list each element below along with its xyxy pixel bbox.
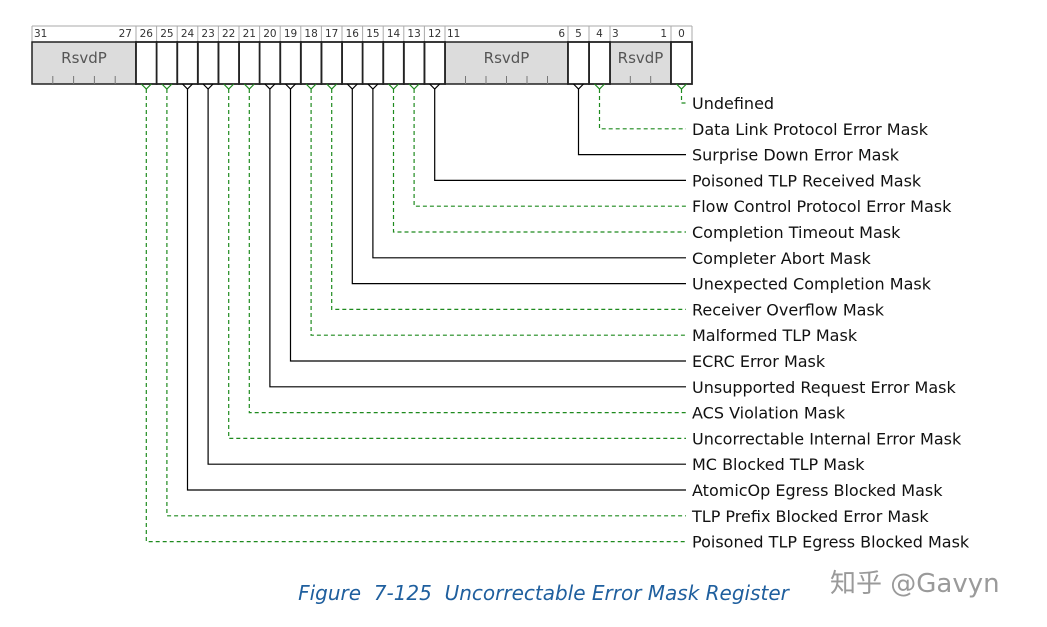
bit-field-bit-22 bbox=[217, 41, 240, 85]
field-leader-line bbox=[598, 89, 686, 130]
reserved-field-label: RsvdP bbox=[61, 49, 107, 67]
field-leader-line bbox=[269, 89, 686, 388]
bit-field-bit-0 bbox=[670, 41, 693, 85]
field-label: Unsupported Request Error Mask bbox=[692, 378, 956, 397]
field-label: Flow Control Protocol Error Mask bbox=[692, 197, 952, 216]
bit-number-label: 6 bbox=[558, 28, 565, 40]
bit-field-bit-19 bbox=[279, 41, 302, 85]
bit-number-label: 11 bbox=[447, 28, 460, 40]
bit-field-bit-20 bbox=[258, 41, 282, 85]
field-leader-line bbox=[310, 89, 686, 336]
bit-field-bit-25 bbox=[155, 41, 179, 85]
field-label: Data Link Protocol Error Mask bbox=[692, 120, 929, 139]
bit-number-label: 16 bbox=[346, 28, 360, 40]
field-leader-line bbox=[248, 89, 686, 414]
field-label: ECRC Error Mask bbox=[692, 352, 826, 371]
bit-field-bit-13 bbox=[402, 41, 426, 85]
field-label: Undefined bbox=[692, 94, 774, 113]
reserved-field-label: RsvdP bbox=[618, 49, 664, 67]
bit-number-label: 31 bbox=[34, 28, 47, 40]
bit-number-label: 18 bbox=[304, 28, 317, 40]
bit-field-bit-23 bbox=[196, 41, 220, 85]
bit-number-label: 24 bbox=[181, 28, 195, 40]
figure-caption: Figure 7-125 Uncorrectable Error Mask Re… bbox=[298, 581, 789, 605]
bit-number-label: 17 bbox=[325, 28, 338, 40]
field-label: Unexpected Completion Mask bbox=[692, 275, 932, 294]
bit-number-label: 5 bbox=[575, 28, 582, 40]
field-label: Completer Abort Mask bbox=[692, 249, 872, 268]
bit-field-bit-17 bbox=[320, 41, 343, 85]
field-label: Poisoned TLP Received Mask bbox=[692, 171, 922, 190]
field-leader-line bbox=[186, 89, 686, 491]
bit-number-label: 22 bbox=[222, 28, 235, 40]
field-label: Surprise Down Error Mask bbox=[692, 146, 900, 165]
field-leader-line bbox=[207, 89, 686, 465]
bit-field-bit-12 bbox=[423, 41, 446, 85]
bit-number-label: 19 bbox=[284, 28, 297, 40]
bit-number-label: 25 bbox=[160, 28, 173, 40]
bit-field-bit-26 bbox=[135, 41, 158, 85]
bit-number-label: 20 bbox=[263, 28, 276, 40]
reserved-field-label: RsvdP bbox=[484, 49, 530, 67]
field-leader-line bbox=[331, 89, 686, 310]
field-leader-line bbox=[680, 89, 686, 104]
bit-field-bit-15 bbox=[361, 41, 385, 85]
field-label: Receiver Overflow Mask bbox=[692, 300, 885, 319]
field-label: TLP Prefix Blocked Error Mask bbox=[691, 507, 929, 526]
field-label: Malformed TLP Mask bbox=[692, 326, 858, 345]
field-leader-line bbox=[289, 89, 686, 362]
field-leader-line bbox=[392, 89, 686, 233]
bit-number-label: 23 bbox=[201, 28, 214, 40]
bit-number-label: 14 bbox=[387, 28, 401, 40]
field-label: ACS Violation Mask bbox=[692, 404, 846, 423]
field-leader-line bbox=[413, 89, 686, 207]
bit-field-bit-21 bbox=[238, 41, 261, 85]
bit-number-label: 21 bbox=[243, 28, 256, 40]
field-leader-line bbox=[145, 89, 686, 543]
bit-number-label: 1 bbox=[660, 28, 667, 40]
field-label: AtomicOp Egress Blocked Mask bbox=[692, 481, 943, 500]
field-label: Completion Timeout Mask bbox=[692, 223, 901, 242]
bit-number-label: 0 bbox=[678, 28, 685, 40]
watermark: 知乎 @Gavyn bbox=[830, 569, 1000, 599]
bit-field-bit-16 bbox=[341, 41, 364, 85]
bit-field-bit-14 bbox=[382, 41, 405, 85]
field-leader-line bbox=[372, 89, 686, 259]
bit-number-label: 4 bbox=[596, 28, 603, 40]
field-label: Poisoned TLP Egress Blocked Mask bbox=[692, 533, 970, 552]
field-label: Uncorrectable Internal Error Mask bbox=[692, 429, 962, 448]
field-leader-line bbox=[351, 89, 686, 285]
bit-number-label: 13 bbox=[407, 28, 420, 40]
field-leader-line bbox=[577, 89, 686, 156]
reserved-field bbox=[31, 41, 137, 85]
bit-number-label: 15 bbox=[366, 28, 379, 40]
bit-field-bit-18 bbox=[299, 41, 323, 85]
bit-number-label: 12 bbox=[428, 28, 441, 40]
bit-field-bit-24 bbox=[176, 41, 199, 85]
field-label: MC Blocked TLP Mask bbox=[692, 455, 865, 474]
bit-number-label: 3 bbox=[612, 28, 619, 40]
bit-field-bit-5 bbox=[567, 41, 590, 85]
bit-number-label: 27 bbox=[119, 28, 132, 40]
field-leader-line bbox=[434, 89, 686, 181]
bit-field-bit-4 bbox=[588, 41, 611, 85]
bit-number-label: 26 bbox=[140, 28, 154, 40]
field-leader-line bbox=[166, 89, 686, 517]
field-leader-line bbox=[228, 89, 686, 439]
